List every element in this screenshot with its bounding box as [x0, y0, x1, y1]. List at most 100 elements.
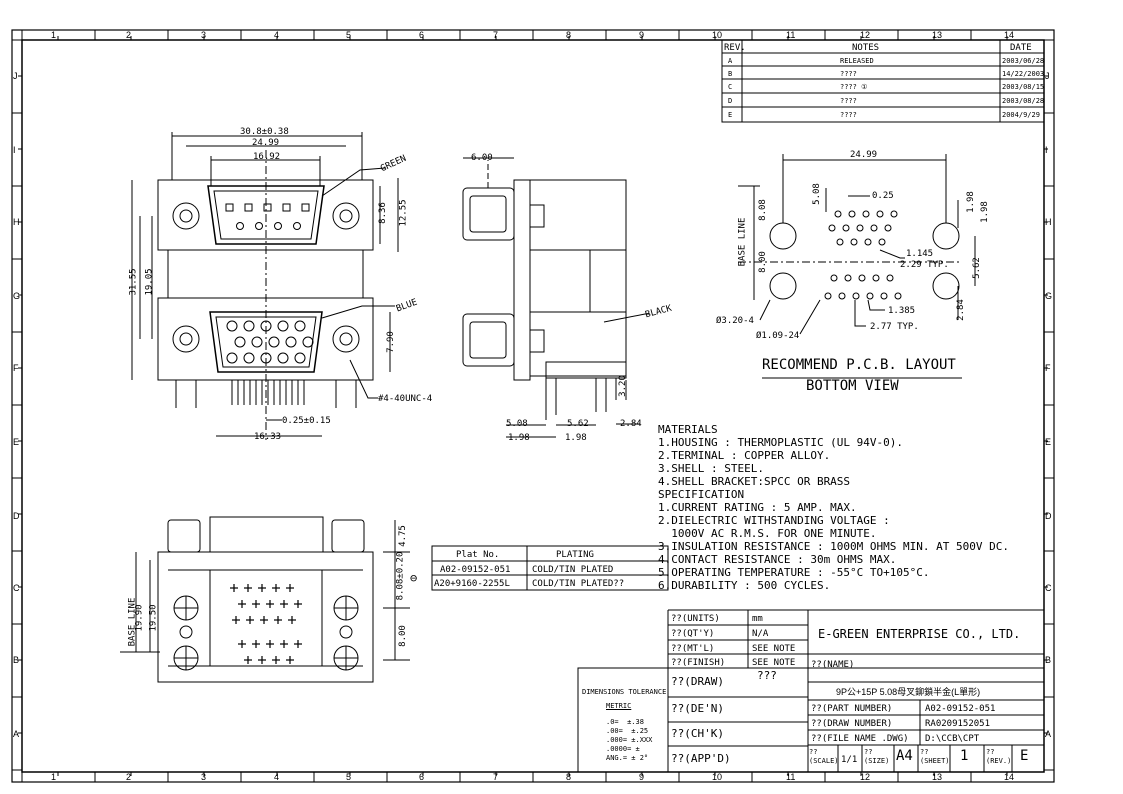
tb-scale-value: 1/1 [841, 755, 858, 765]
zone-col-bottom: 11 [786, 772, 796, 782]
tb-metric: METRIC [606, 702, 632, 710]
zone-col-bottom: 12 [860, 772, 871, 782]
dim-pitch-inner: 16.92 [253, 152, 281, 162]
zone-col-bottom: 6 [419, 772, 425, 782]
bottom-pin-grid [230, 584, 302, 664]
tb-mtl-label: ??(MT'L) [671, 644, 715, 654]
pcb-hole-upper [848, 210, 856, 218]
rev-cell-note: ???? [840, 97, 857, 105]
rev-cell-rev: E [728, 111, 733, 119]
zone-row-left: C [13, 583, 20, 593]
tb-units-value: mm [752, 614, 763, 624]
tb-tolerance-title: DIMENSIONS TOLERANCE [582, 688, 667, 696]
zone-row-left: H [13, 217, 20, 227]
de15-contact [260, 320, 272, 332]
screw-upper-left-icon [172, 202, 200, 230]
pcb-hole-upper [842, 224, 850, 232]
de15-contact [277, 320, 289, 332]
plating-header-plating: PLATING [556, 550, 594, 560]
pcb-hole-upper [864, 238, 872, 246]
bottom-circle-mark: ⊖ [410, 571, 418, 585]
zone-col-bottom: 1 [51, 772, 57, 782]
tb-size-value: A4 [896, 748, 913, 764]
db9-contact [293, 222, 301, 230]
rev-header-notes: NOTES [852, 43, 880, 53]
tb-finish-value: SEE NOTE [752, 658, 796, 668]
outer-border [11, 29, 1055, 783]
tb-scale-label: ?? (SCALE) [809, 748, 839, 765]
side-dim-1-98a: 1.98 [508, 433, 530, 443]
materials-line: 1.HOUSING : THERMOPLASTIC (UL 94V-0). [658, 436, 904, 449]
pcb-dim-1-98b: 1.98 [979, 201, 990, 223]
zone-col-top: 8 [566, 30, 572, 40]
zone-col-top: 6 [419, 30, 425, 40]
pcb-hole-large: Ø3.20-4 [716, 316, 754, 326]
zone-col-bottom: 5 [346, 772, 352, 782]
pcb-hole-upper [862, 210, 870, 218]
rev-cell-note: ???? ① [840, 83, 868, 91]
plating-row2-no: A20+9160-2255L [434, 579, 510, 589]
zone-col-top: 1 [51, 30, 57, 40]
db9-contact [282, 203, 291, 212]
pcb-hole-upper [884, 224, 892, 232]
de15-contact [294, 352, 306, 364]
tolerance-line: ANG.= ± 2° [606, 754, 649, 762]
rev-cell-note: ???? [840, 70, 857, 78]
zone-col-top: 14 [1004, 30, 1015, 40]
table-frames [431, 39, 1045, 773]
dim-pitch-outer: 24.99 [252, 138, 280, 148]
de15-contact [243, 320, 255, 332]
dim-8-36: 8.36 [377, 202, 388, 224]
dim-31-55: 31.55 [128, 268, 139, 296]
bottom-dim-19-50: 19.50 [148, 604, 159, 632]
zone-row-left: G [13, 291, 21, 301]
materials-line: 1000V AC R.M.S. FOR ONE MINUTE. [658, 527, 877, 540]
materials-line: 5.OPERATING TEMPERATURE : -55°C TO+105°C… [658, 566, 930, 579]
label-screw: #4-40UNC-4 [378, 394, 433, 404]
pcb-hole-upper [834, 210, 842, 218]
zone-row-right: F [1045, 363, 1051, 373]
front-view [131, 132, 399, 440]
zone-row-right: H [1045, 217, 1052, 227]
pcb-hole-lower [866, 292, 874, 300]
pcb-hole-lower [886, 274, 894, 282]
tb-rev-value: E [1020, 748, 1029, 764]
pcb-hole-upper [870, 224, 878, 232]
db9-contacts [225, 203, 310, 230]
pcb-hole-upper [876, 210, 884, 218]
rev-cell-rev: D [728, 97, 733, 105]
tb-qty-label: ??(QT'Y) [671, 629, 715, 639]
de15-shell-outline [209, 311, 323, 373]
tb-file-label: ??(FILE NAME .DWG) [811, 734, 909, 744]
tolerance-line: .00= ±.25 [606, 727, 649, 735]
side-dim-5-08: 5.08 [506, 419, 528, 429]
pcb-mount-hole-lower-left [769, 272, 797, 300]
tolerance-line: .000= ±.XXX [606, 736, 653, 744]
pcb-hole-lower [844, 274, 852, 282]
zone-row-left: A [13, 729, 20, 739]
materials-line: 3.INSULATION RESISTANCE : 1000M OHMS MIN… [658, 540, 1009, 553]
zone-col-top: 3 [201, 30, 207, 40]
materials-line: 3.SHELL : STEEL. [658, 462, 764, 475]
pcb-dim-1-98a: 1.98 [965, 191, 976, 213]
tb-drawnum-value: RA0209152051 [925, 719, 991, 729]
pcb-subtitle: BOTTOM VIEW [806, 378, 899, 394]
pcb-mount-hole-upper-left [769, 222, 797, 250]
tb-design-label: ??(DE'N) [671, 702, 724, 715]
bottom-dim-8-00: 8.00 [397, 625, 408, 647]
de15-contact [268, 336, 280, 348]
de15-contact [294, 320, 306, 332]
pcb-dim-5-08: 5.08 [811, 183, 822, 205]
zone-row-left: F [13, 363, 19, 373]
zone-row-left: E [13, 437, 20, 447]
zone-col-bottom: 4 [274, 772, 280, 782]
de15-contact [260, 352, 272, 364]
zone-col-bottom: 10 [712, 772, 723, 782]
dim-7-90: 7.90 [385, 331, 396, 353]
pcb-dim-24-99: 24.99 [850, 150, 878, 160]
pcb-hole-lower [858, 274, 866, 282]
side-view [462, 157, 650, 438]
rev-cell-rev: A [728, 57, 733, 65]
db9-contact [244, 203, 253, 212]
tb-draw-value: ??? [757, 669, 777, 682]
